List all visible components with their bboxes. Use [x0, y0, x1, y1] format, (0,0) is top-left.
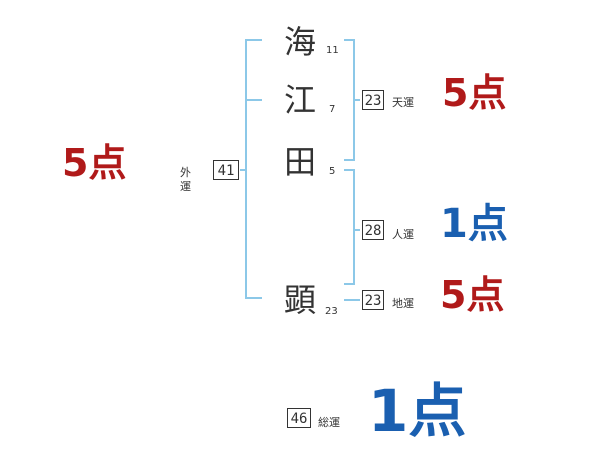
jinun-label: 人運	[392, 228, 414, 241]
name-char-1: 海	[283, 23, 316, 61]
tenun-score: 5点	[442, 71, 507, 115]
name-char-3: 田	[283, 143, 316, 181]
souun-score: 1点	[368, 377, 467, 445]
chiun-score: 5点	[440, 273, 505, 317]
stroke-count-4: 23	[325, 306, 338, 317]
gaiun-value-box: 41	[213, 160, 239, 180]
souun-label: 総運	[318, 416, 340, 429]
jinun-bracket	[344, 169, 355, 285]
jinun-value-box: 28	[362, 220, 384, 240]
name-char-2: 江	[283, 81, 316, 119]
tenun-value-box: 23	[362, 90, 384, 110]
gaiun-bracket	[245, 39, 262, 299]
gaiun-label: 外運	[180, 166, 191, 193]
tenun-bracket	[344, 39, 355, 161]
jinun-score: 1点	[440, 201, 508, 247]
chiun-label: 地運	[392, 297, 414, 310]
stroke-count-2: 7	[329, 104, 336, 115]
tenun-label: 天運	[392, 96, 414, 109]
stroke-count-3: 5	[329, 166, 336, 177]
gaiun-score: 5点	[62, 141, 127, 185]
name-char-4: 顕	[283, 281, 316, 319]
souun-value-box: 46	[287, 408, 311, 428]
stroke-count-1: 11	[326, 45, 339, 56]
chiun-value-box: 23	[362, 290, 384, 310]
